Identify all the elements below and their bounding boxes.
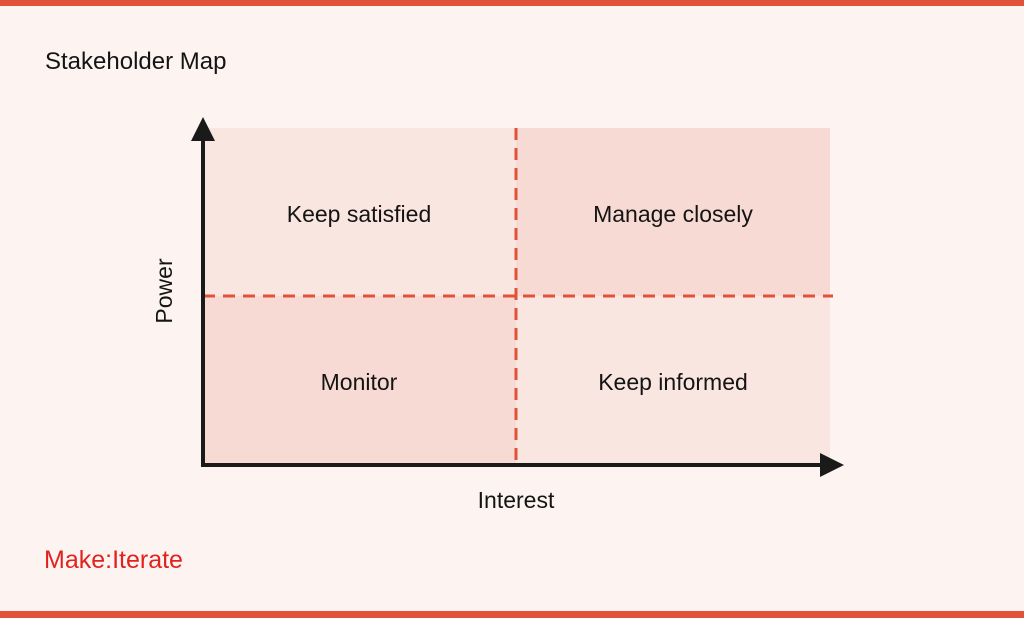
quadrant-bottom-left [203, 296, 516, 464]
x-axis-arrow-icon [820, 453, 844, 477]
y-axis-arrow-icon [191, 117, 215, 141]
y-axis-label: Power [151, 258, 177, 324]
page-title: Stakeholder Map [45, 48, 227, 75]
brand-logo: Make:Iterate [44, 546, 183, 574]
quadrant-top-left [203, 128, 516, 296]
top-accent-bar [0, 0, 1024, 6]
quadrant-label-manage-closely: Manage closely [593, 201, 753, 227]
quadrant-bottom-right [516, 296, 830, 464]
quadrant-label-keep-satisfied: Keep satisfied [287, 201, 431, 227]
quadrant-top-right [516, 128, 830, 296]
quadrant-label-keep-informed: Keep informed [598, 369, 748, 395]
quadrant-label-monitor: Monitor [321, 369, 398, 395]
bottom-accent-bar [0, 611, 1024, 618]
x-axis-label: Interest [478, 487, 555, 513]
